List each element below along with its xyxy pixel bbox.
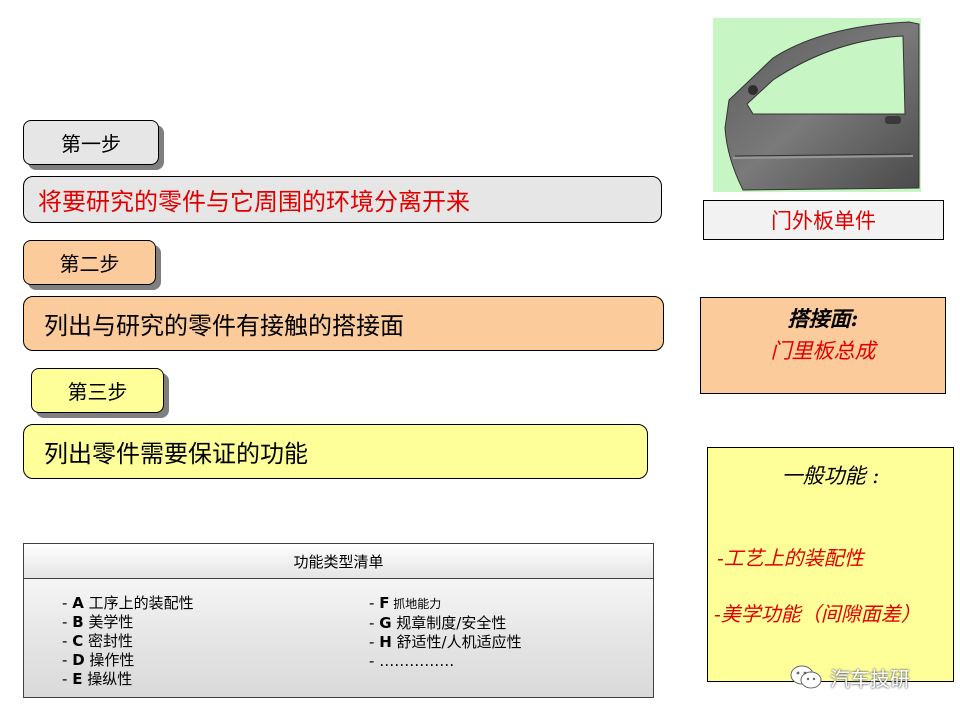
watermark: 汽车技研 xyxy=(790,662,910,692)
step2-tab-label: 第二步 xyxy=(59,252,120,276)
list-item: - D 操作性 xyxy=(62,651,135,669)
list-item: - H 舒适性/人机适应性 xyxy=(369,633,522,651)
step2-tab: 第二步 xyxy=(23,240,156,285)
function-type-list-title: 功能类型清单 xyxy=(24,544,653,579)
general-function-item: -美学功能（间隙面差） xyxy=(714,602,921,626)
list-item: - G 规章制度/安全性 xyxy=(369,614,507,632)
list-item: - B 美学性 xyxy=(62,613,134,631)
watermark-text: 汽车技研 xyxy=(830,666,910,691)
step3-description: 列出零件需要保证的功能 xyxy=(44,440,308,468)
step1-description: 将要研究的零件与它周围的环境分离开来 xyxy=(38,188,470,216)
list-item: - E 操纵性 xyxy=(62,670,133,688)
step1-tab-label: 第一步 xyxy=(61,132,121,156)
door-panel-label: 门外板单件 xyxy=(771,209,876,233)
function-list-left-column: - A 工序上的装配性 - B 美学性 - C 密封性 - D 操作性 - E … xyxy=(62,594,194,689)
car-door-icon xyxy=(724,21,920,191)
step1-bar: 将要研究的零件与它周围的环境分离开来 xyxy=(23,176,662,223)
step3-bar: 列出零件需要保证的功能 xyxy=(23,424,648,479)
list-item: - A 工序上的装配性 xyxy=(62,594,194,612)
function-list-right-column: - F 抓地能力 - G 规章制度/安全性 - H 舒适性/人机适应性 - ……… xyxy=(369,594,522,671)
step2-description: 列出与研究的零件有接触的搭接面 xyxy=(44,312,404,340)
contact-surface-value: 门里板总成 xyxy=(770,339,876,363)
contact-surface-box: 搭接面: 门里板总成 xyxy=(700,297,946,394)
step1-tab: 第一步 xyxy=(23,120,159,165)
contact-surface-title: 搭接面: xyxy=(787,306,859,331)
car-door-outer-panel-image xyxy=(713,18,921,192)
door-panel-label-box: 门外板单件 xyxy=(703,200,944,240)
general-function-title: 一般功能 : xyxy=(781,464,880,488)
step3-tab-label: 第三步 xyxy=(67,380,128,404)
list-item: - C 密封性 xyxy=(62,632,133,650)
step2-bar: 列出与研究的零件有接触的搭接面 xyxy=(23,296,664,351)
step3-tab: 第三步 xyxy=(31,368,164,413)
general-function-box: 一般功能 : -工艺上的装配性 -美学功能（间隙面差） xyxy=(707,447,954,682)
general-function-item: -工艺上的装配性 xyxy=(717,546,864,570)
wechat-icon xyxy=(790,665,822,689)
list-item: - …………… xyxy=(369,652,455,670)
function-type-list: 功能类型清单 - A 工序上的装配性 - B 美学性 - C 密封性 - D 操… xyxy=(23,543,654,698)
list-item: - F 抓地能力 xyxy=(369,594,442,612)
